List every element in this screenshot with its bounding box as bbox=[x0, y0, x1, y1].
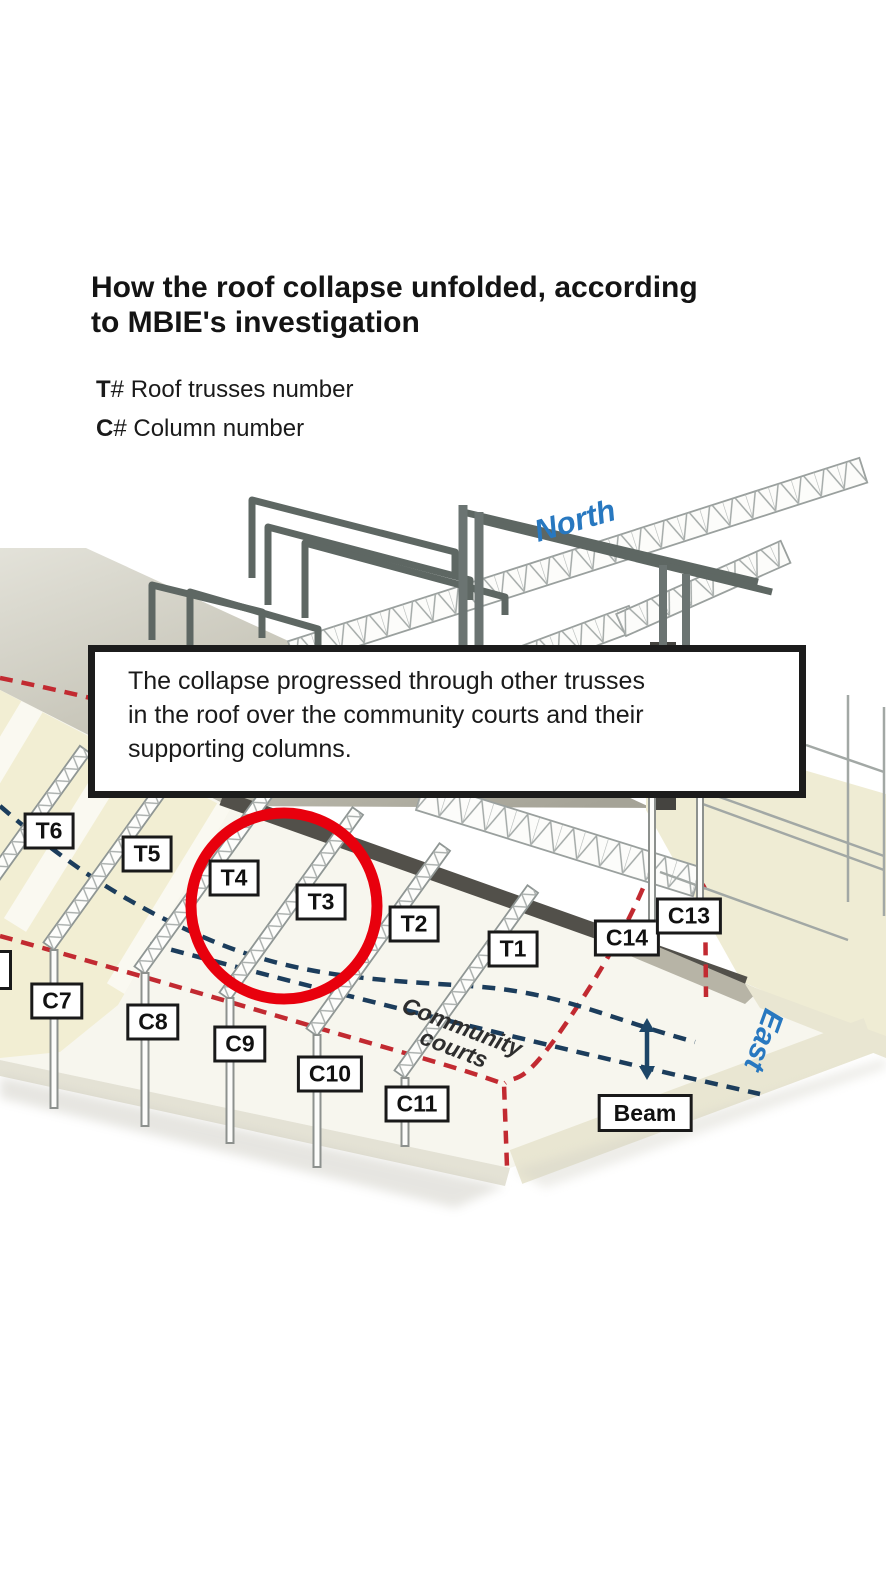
steel-posts bbox=[458, 505, 690, 652]
label-t2: T2 bbox=[388, 905, 440, 943]
red-dashed-floor-edge bbox=[0, 933, 510, 1168]
label-t5: T5 bbox=[121, 835, 173, 873]
label-cropped-left-edge bbox=[0, 950, 12, 990]
legend-column-letter: C bbox=[96, 415, 114, 442]
portal-frames bbox=[148, 496, 773, 652]
callout-box: The collapse progressed through other tr… bbox=[88, 645, 806, 798]
legend-trusses: T# Roof trusses number bbox=[96, 370, 353, 409]
legend-columns: C# Column number bbox=[96, 409, 353, 448]
portal-frame-3 bbox=[248, 496, 459, 578]
beam-arrow bbox=[639, 1018, 655, 1080]
surviving-east-frame bbox=[659, 695, 886, 942]
column-c9 bbox=[225, 997, 235, 1144]
legend-truss-text: Roof trusses number bbox=[130, 376, 354, 403]
legend: T# Roof trusses number C# Column number bbox=[96, 370, 353, 448]
page-title: How the roof collapse unfolded, accordin… bbox=[91, 270, 821, 340]
page-title-line2: to MBIE's investigation bbox=[91, 306, 420, 339]
label-t6: T6 bbox=[23, 812, 75, 850]
label-c8: C8 bbox=[126, 1003, 180, 1041]
red-dashed-bay-edge bbox=[503, 867, 654, 1085]
slab-edge-band bbox=[509, 984, 886, 1184]
label-c7: C7 bbox=[30, 982, 84, 1020]
legend-truss-letter: T bbox=[96, 376, 111, 403]
column-c7 bbox=[49, 949, 59, 1109]
page-title-line1: How the roof collapse unfolded, accordin… bbox=[91, 271, 698, 304]
label-c14: C14 bbox=[593, 919, 661, 957]
callout-line2: in the roof over the community courts an… bbox=[128, 701, 644, 729]
legend-column-text: Column number bbox=[133, 415, 305, 442]
portal-frame-5 bbox=[301, 539, 509, 618]
legend-column-hash: # bbox=[113, 415, 127, 442]
callout-line3: supporting columns. bbox=[128, 735, 352, 763]
column-c8 bbox=[140, 972, 150, 1127]
label-c13: C13 bbox=[655, 897, 723, 935]
label-beam: Beam bbox=[597, 1094, 693, 1132]
label-c10: C10 bbox=[296, 1055, 364, 1093]
slab-front-face bbox=[0, 1058, 886, 1208]
label-t3: T3 bbox=[295, 883, 347, 921]
column-c10 bbox=[312, 1034, 322, 1168]
legend-truss-hash: # bbox=[110, 376, 125, 403]
roof-trusses bbox=[0, 744, 540, 1080]
label-c9: C9 bbox=[213, 1025, 267, 1063]
red-dashed-lines bbox=[0, 675, 709, 1168]
portal-frame-2 bbox=[186, 588, 322, 652]
collapse-highlight-circle bbox=[185, 807, 383, 1005]
callout-line1: The collapse progressed through other tr… bbox=[128, 667, 645, 695]
portal-beam-1 bbox=[462, 508, 759, 586]
far-court-floor bbox=[646, 724, 886, 1042]
portal-beam-2 bbox=[478, 516, 773, 596]
label-c11: C11 bbox=[384, 1085, 450, 1123]
label-t4: T4 bbox=[208, 859, 260, 897]
navy-dashed-beam-line bbox=[149, 941, 761, 1097]
support-columns bbox=[49, 761, 704, 1168]
label-t1: T1 bbox=[487, 930, 539, 968]
